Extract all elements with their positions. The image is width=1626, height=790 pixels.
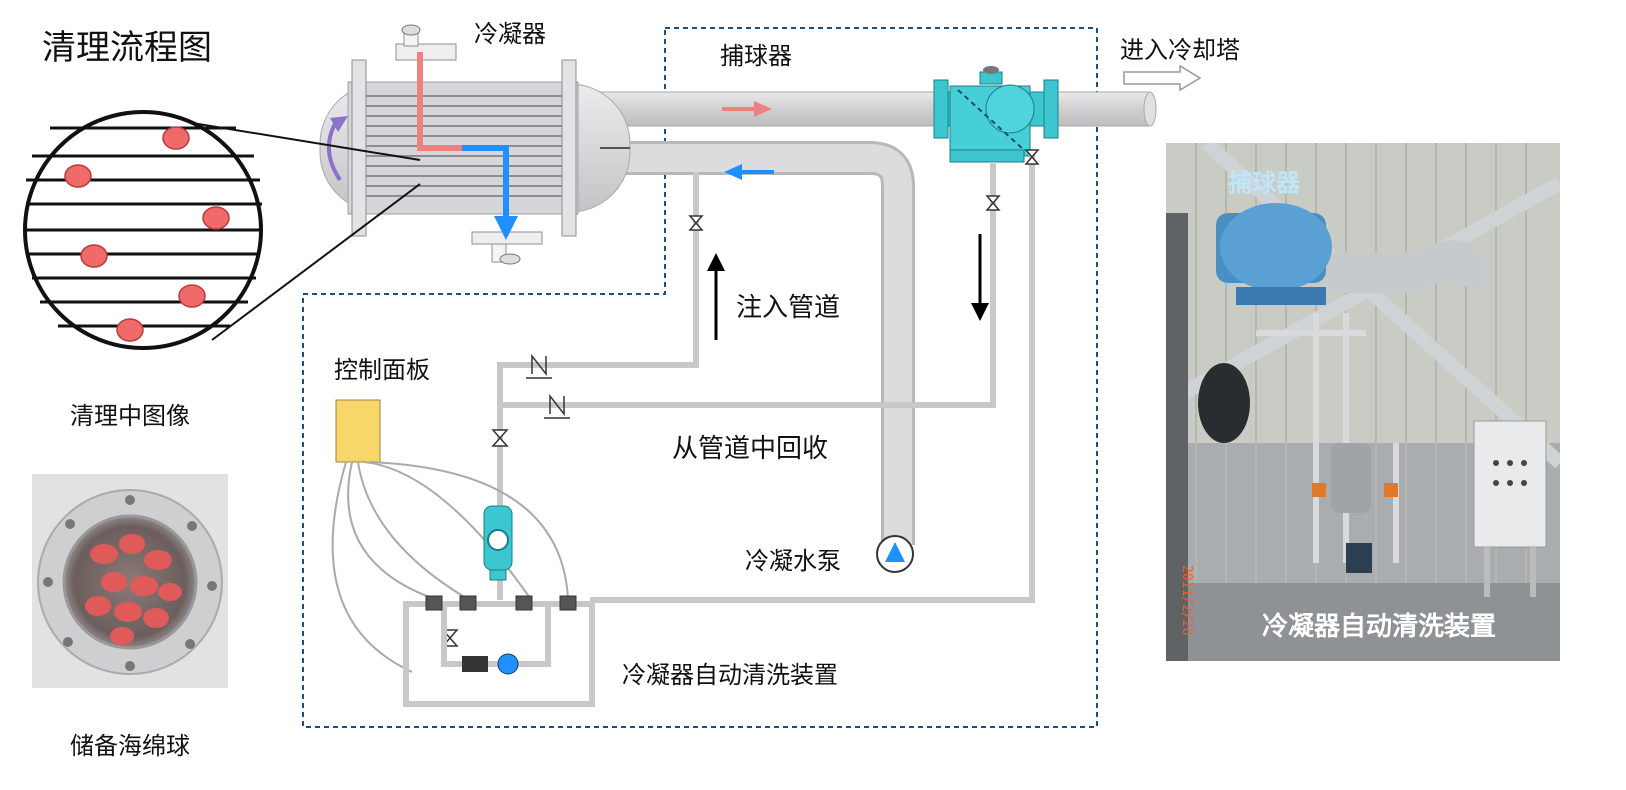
- condensate-pump-label: 冷凝水泵: [745, 547, 841, 575]
- recovery-line: [500, 150, 1035, 603]
- flow-arrow-return: [724, 164, 774, 180]
- to-tower-arrow: [1123, 64, 1202, 92]
- check-valve-symbols: [526, 353, 570, 419]
- spare-sponge-ball-photo: [32, 474, 228, 688]
- cleaning-image-caption: 清理中图像: [70, 402, 190, 430]
- outlet-pipe: [599, 91, 1157, 127]
- cleaning-device: [403, 505, 595, 707]
- injection-pipe-label: 注入管道: [736, 293, 841, 323]
- control-panel-label: 控制面板: [334, 356, 430, 384]
- photo-date-stamp: 2011/2/28: [1179, 565, 1194, 636]
- condenser-label: 冷凝器: [474, 20, 546, 48]
- cleaning-zoom-circle: [23, 110, 421, 350]
- equipment-photo: [1166, 143, 1560, 661]
- photo-auto-cleaning-label: 冷凝器自动清洗装置: [1262, 612, 1497, 642]
- return-pipe: [600, 141, 915, 545]
- auto-cleaning-device-label: 冷凝器自动清洗装置: [622, 661, 838, 689]
- control-panel-box: [335, 399, 381, 463]
- ball-catcher-label: 捕球器: [720, 42, 792, 70]
- flow-arrow-out: [722, 101, 772, 117]
- dashed-boundary: [302, 27, 1098, 728]
- spare-sponge-caption: 储备海绵球: [70, 732, 190, 760]
- condensate-pump: [876, 535, 914, 573]
- to-cooling-tower-label: 进入冷却塔: [1120, 36, 1240, 64]
- diagram-title: 清理流程图: [42, 28, 212, 68]
- injection-line: [497, 172, 699, 600]
- condenser: [319, 24, 631, 265]
- valve-symbols: [441, 149, 1040, 647]
- photo-ball-catcher-label: 捕球器: [1228, 169, 1300, 197]
- ball-catcher: [933, 66, 1059, 163]
- recovery-pipe-label: 从管道中回收: [672, 434, 829, 464]
